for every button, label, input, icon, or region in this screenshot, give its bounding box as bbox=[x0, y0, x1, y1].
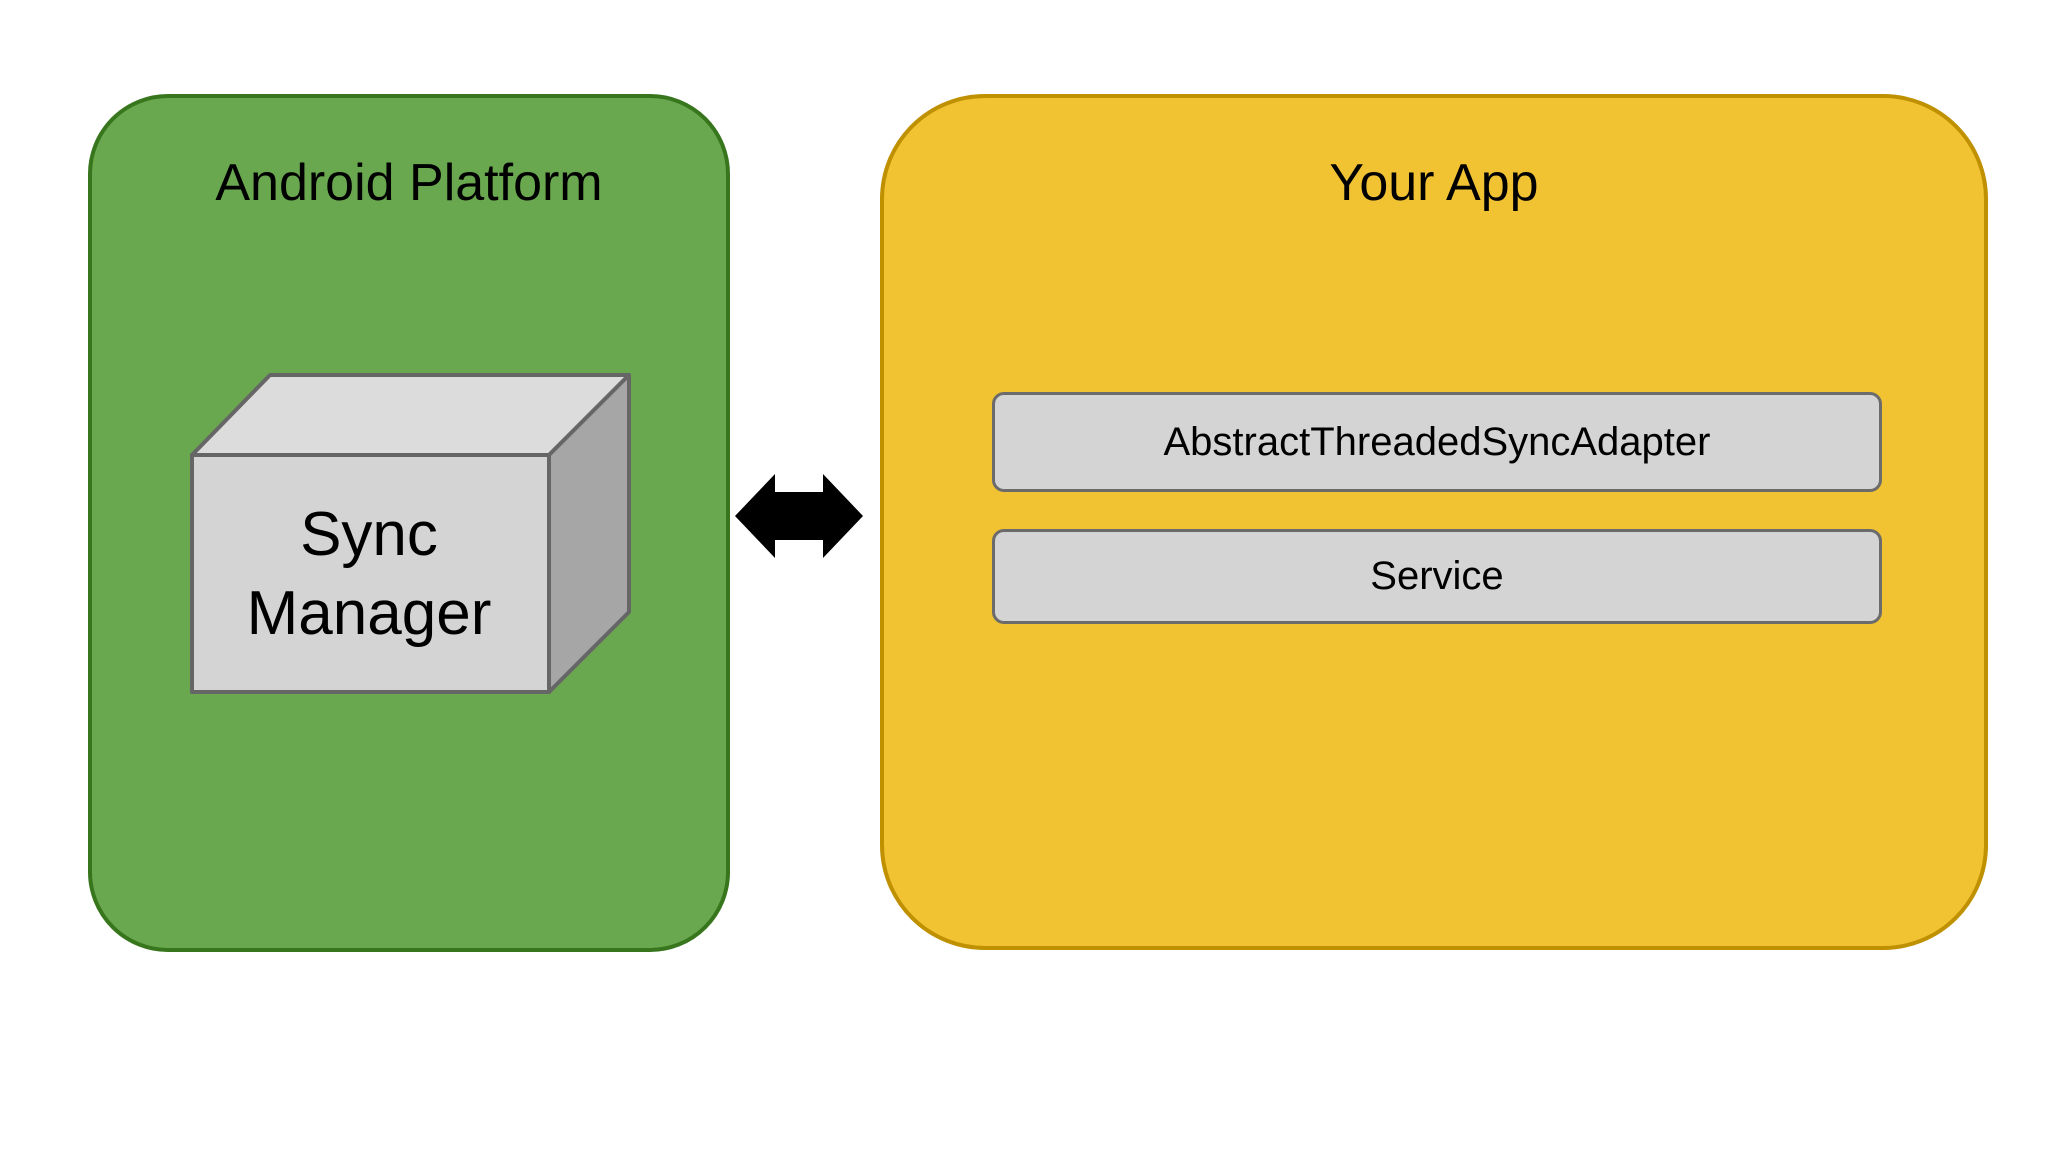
android-platform-box: Android Platform Sync Manager bbox=[88, 94, 730, 952]
component-service-label: Service bbox=[1370, 554, 1504, 598]
bidirectional-arrow-shape bbox=[735, 474, 863, 558]
sync-manager-cube bbox=[190, 373, 631, 694]
component-abstract-threaded-sync-adapter: AbstractThreadedSyncAdapter bbox=[992, 392, 1882, 492]
your-app-box: Your App AbstractThreadedSyncAdapter Ser… bbox=[880, 94, 1988, 950]
cube-front-face bbox=[190, 453, 551, 694]
sync-manager-label: Sync Manager bbox=[246, 500, 492, 648]
component-service: Service bbox=[992, 529, 1882, 624]
bidirectional-arrow-icon bbox=[735, 474, 863, 558]
android-platform-title: Android Platform bbox=[215, 154, 603, 212]
your-app-title: Your App bbox=[1329, 154, 1539, 212]
component-abstract-threaded-sync-adapter-label: AbstractThreadedSyncAdapter bbox=[1163, 419, 1711, 464]
